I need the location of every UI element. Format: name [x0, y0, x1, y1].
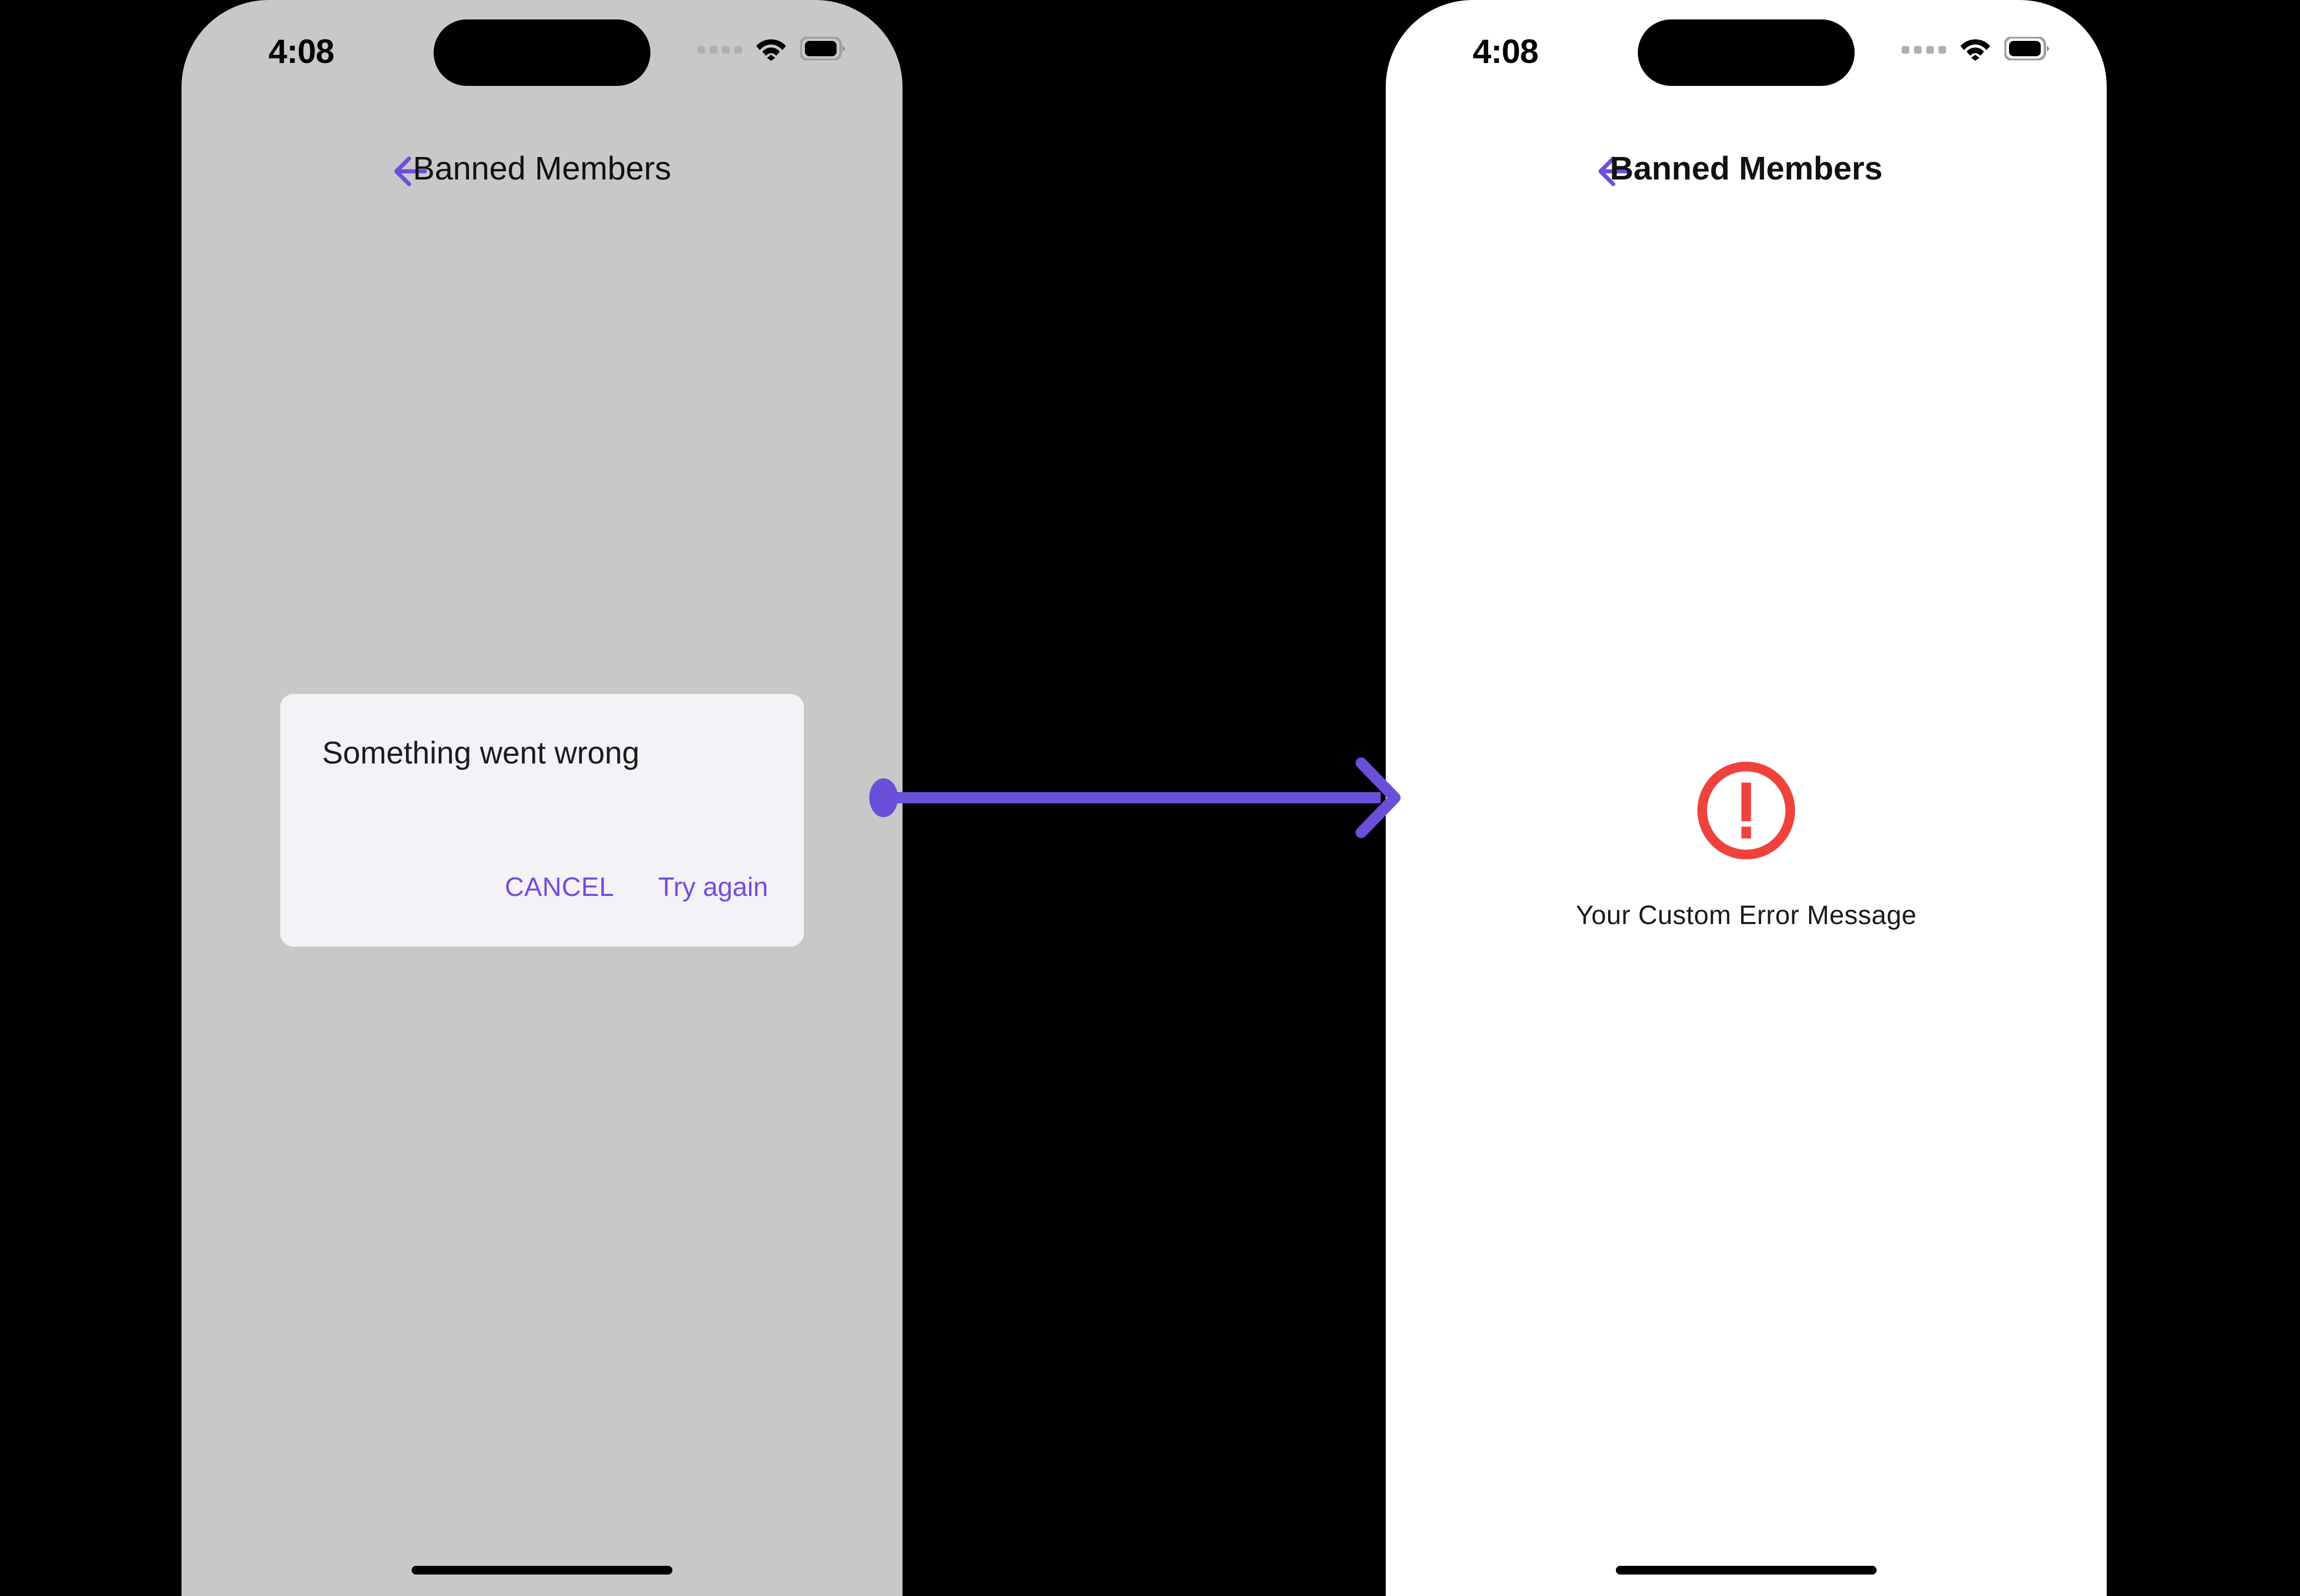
- dialog-title: Something went wrong: [322, 735, 640, 770]
- status-time: 4:08: [268, 32, 334, 70]
- error-alert-dialog: Something went wrong CANCEL Try again: [280, 694, 804, 947]
- dynamic-island: [434, 19, 650, 86]
- wifi-icon: [756, 39, 786, 61]
- cancel-button[interactable]: CANCEL: [505, 872, 615, 902]
- phone-screen-before: 4:08 Banned Members Something went wrong: [182, 0, 903, 1596]
- status-bar: 4:08: [1386, 0, 2107, 107]
- error-state: Your Custom Error Message: [1386, 757, 2107, 931]
- status-indicators: [1902, 32, 2049, 65]
- dialog-actions: CANCEL Try again: [505, 872, 768, 903]
- dynamic-island: [1638, 19, 1855, 86]
- status-time: 4:08: [1473, 32, 1539, 70]
- home-indicator[interactable]: [412, 1566, 672, 1575]
- error-message: Your Custom Error Message: [1575, 901, 1917, 930]
- cellular-dots-icon: [697, 46, 742, 54]
- back-arrow-icon: [1598, 156, 1631, 186]
- home-indicator[interactable]: [1616, 1566, 1877, 1575]
- page-title: Banned Members: [1610, 150, 1883, 187]
- wifi-icon: [1960, 39, 1990, 61]
- phone-screen-after: 4:08 Banned Members: [1386, 0, 2107, 1596]
- error-exclamation-circle-icon: [1697, 761, 1795, 860]
- cellular-dots-icon: [1902, 46, 1946, 54]
- status-indicators: [697, 32, 845, 65]
- battery-icon: [2004, 37, 2049, 60]
- back-arrow-icon: [394, 156, 427, 186]
- back-button[interactable]: [381, 138, 447, 205]
- page-title: Banned Members: [413, 150, 671, 187]
- flow-connector-arrow: [869, 757, 1401, 838]
- status-bar: 4:08: [182, 0, 903, 107]
- nav-bar: Banned Members: [182, 138, 903, 205]
- try-again-button[interactable]: Try again: [658, 872, 768, 902]
- nav-bar: Banned Members: [1386, 138, 2107, 205]
- back-button[interactable]: [1585, 138, 1652, 205]
- battery-icon: [800, 37, 845, 60]
